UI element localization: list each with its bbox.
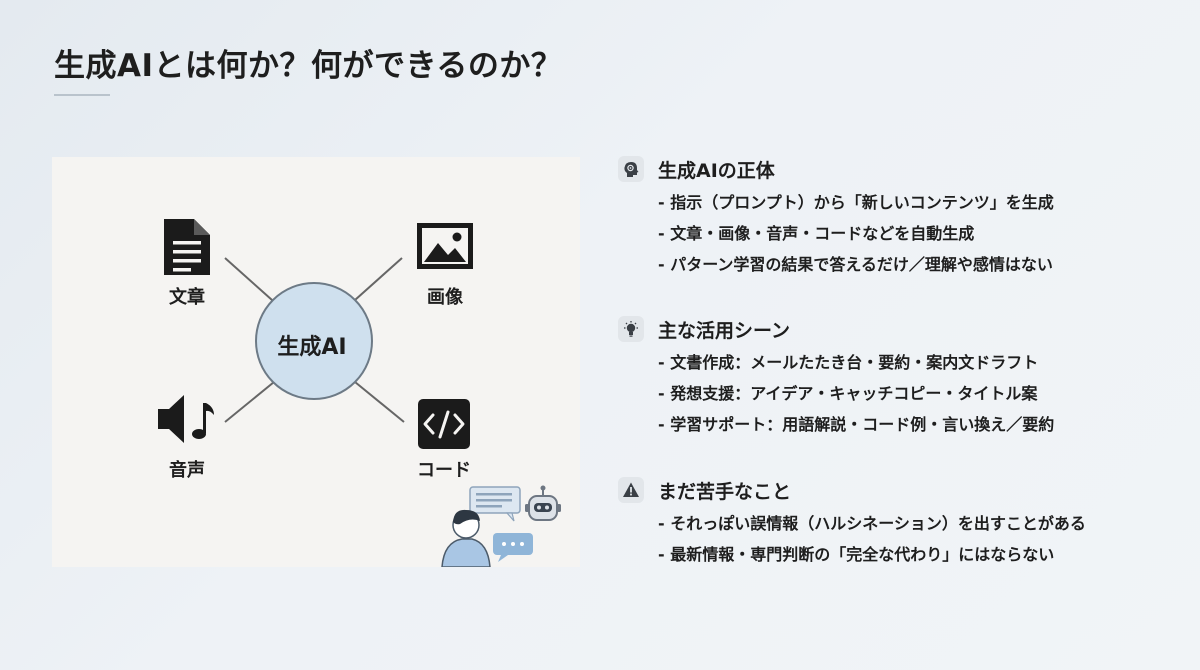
chat-bubble-icon xyxy=(469,486,521,522)
section-title: 主な活用シーン xyxy=(658,319,791,342)
robot-icon xyxy=(525,485,561,521)
node-label-code: コード xyxy=(417,460,471,481)
bullet-list: - 指示（プロンプト）から「新しいコンテンツ」を生成 - 文章・画像・音声・コー… xyxy=(618,187,1054,280)
connector-code xyxy=(354,381,405,423)
code-icon xyxy=(418,399,470,449)
lightbulb-icon xyxy=(618,316,644,342)
center-circle xyxy=(255,282,373,400)
list-item: - パターン学習の結果で答えるだけ／理解や感情はない xyxy=(658,255,1053,274)
genai-illustration: 生成AI 文章 画像 音声 コード xyxy=(52,157,580,567)
speaker-icon xyxy=(158,395,184,443)
list-item: - それっぽい誤情報（ハルシネーション）を出すことがある xyxy=(658,514,1086,533)
genai-diagram xyxy=(158,219,561,567)
section-what-is-genai: 生成AIの正体 - 指示（プロンプト）から「新しいコンテンツ」を生成 - 文章・… xyxy=(618,155,1054,280)
list-item: - 指示（プロンプト）から「新しいコンテンツ」を生成 xyxy=(658,193,1054,212)
connector-image xyxy=(354,257,403,301)
section-title: 生成AIの正体 xyxy=(658,159,775,182)
section-limitations: まだ苦手なこと - それっぽい誤情報（ハルシネーション）を出すことがある - 最… xyxy=(618,476,1086,570)
connector-audio xyxy=(224,381,275,423)
page-title: 生成AIとは何か？何ができるのか？ xyxy=(54,48,563,84)
bullet-list: - それっぽい誤情報（ハルシネーション）を出すことがある - 最新情報・専門判断… xyxy=(618,508,1086,570)
section-use-cases: 主な活用シーン - 文書作成：メールたたき台・要約・案内文ドラフト - 発想支援… xyxy=(618,315,1054,440)
node-label-audio: 音声 xyxy=(169,460,205,481)
connector-text xyxy=(224,257,273,301)
list-item: - 発想支援：アイデア・キャッチコピー・タイトル案 xyxy=(658,384,1038,403)
list-item: - 文章・画像・音声・コードなどを自動生成 xyxy=(658,224,975,243)
section-title: まだ苦手なこと xyxy=(658,480,792,503)
node-label-text: 文章 xyxy=(169,287,205,308)
center-label: 生成AI xyxy=(277,335,347,360)
brain-head-icon xyxy=(618,156,644,182)
document-icon xyxy=(164,219,210,275)
node-label-image: 画像 xyxy=(427,287,463,308)
typing-bubble-icon xyxy=(493,533,533,562)
list-item: - 文書作成：メールたたき台・要約・案内文ドラフト xyxy=(658,353,1039,372)
bullet-list: - 文書作成：メールたたき台・要約・案内文ドラフト - 発想支援：アイデア・キャ… xyxy=(618,347,1054,440)
warning-icon xyxy=(618,477,644,503)
music-note-icon xyxy=(192,403,214,439)
image-icon xyxy=(417,223,473,269)
user-avatar xyxy=(441,509,491,567)
list-item: - 最新情報・専門判断の「完全な代わり」にはならない xyxy=(658,545,1055,564)
list-item: - 学習サポート：用語解説・コード例・言い換え／要約 xyxy=(658,415,1055,434)
title-underline xyxy=(54,94,110,96)
